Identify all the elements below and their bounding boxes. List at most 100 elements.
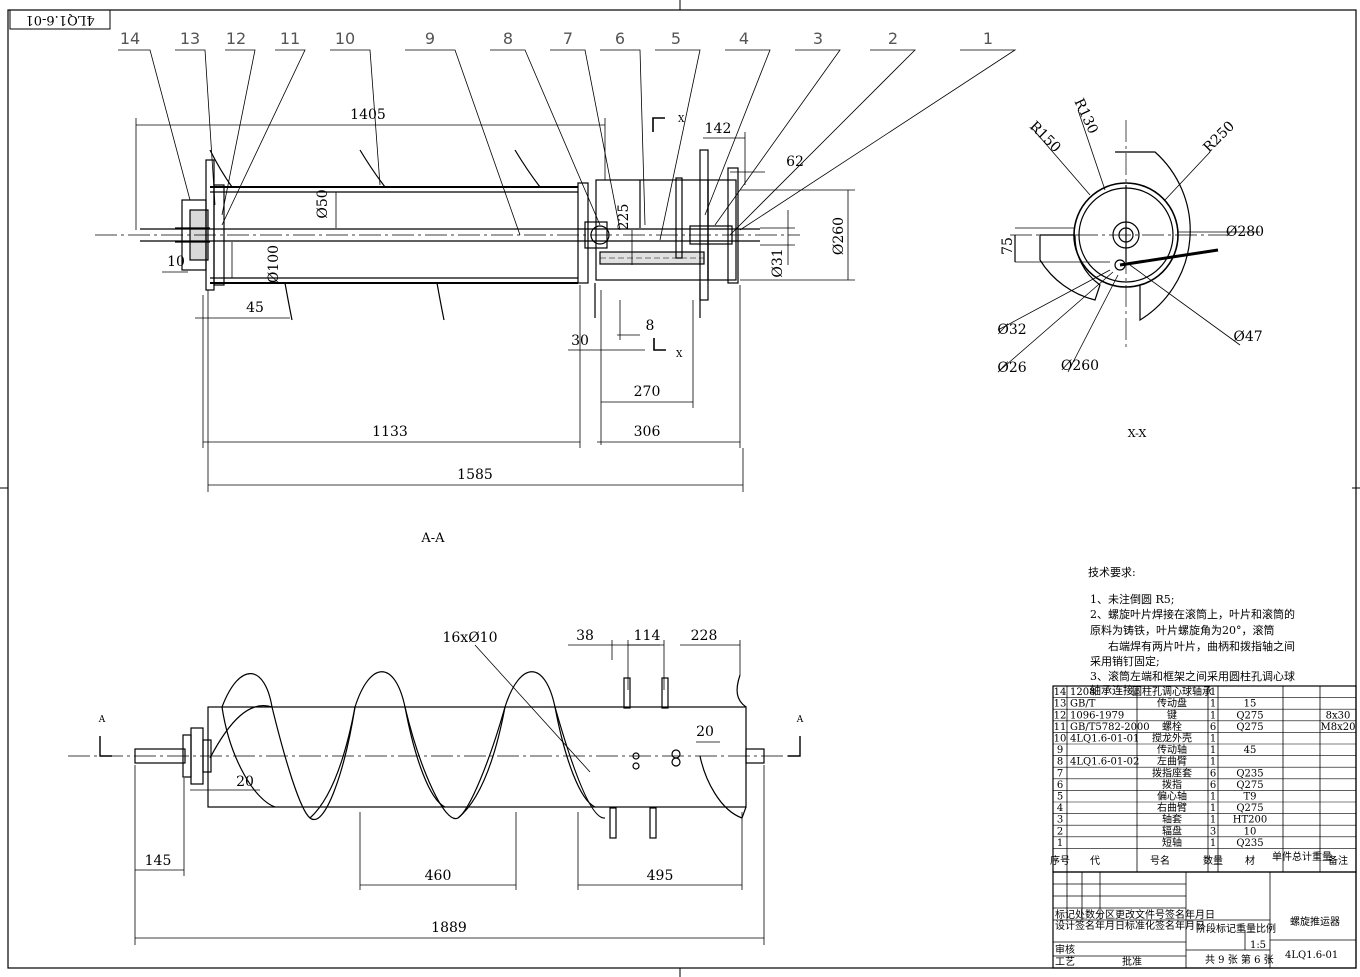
- cut-mark-left: A: [98, 715, 106, 725]
- bom-cell-remark: M8x20: [1321, 722, 1356, 733]
- dim-phi26: Ø26: [997, 360, 1026, 376]
- bom-cell-code: 1096-1979: [1070, 710, 1124, 721]
- bom-cell-qty: 3: [1210, 826, 1216, 837]
- bom-cell-name: 辐盘: [1162, 824, 1182, 837]
- dim-phi280: Ø280: [1226, 224, 1264, 240]
- balloon-3: 3: [813, 29, 823, 48]
- title-block-scale: 1:5: [1250, 940, 1266, 951]
- balloon-13: 13: [180, 29, 200, 48]
- title-block-design-row: 设计签名年月日标准化签名年月日: [1055, 919, 1205, 932]
- dim-phi31: Ø31: [770, 248, 786, 277]
- bom-head-wt: 单件总计重量: [1272, 850, 1332, 863]
- dim-phi32: Ø32: [997, 322, 1026, 338]
- bom-head-remark: 备注: [1328, 854, 1348, 867]
- bom-cell-qty: 1: [1210, 792, 1216, 803]
- bom-cell-no: 6: [1057, 780, 1063, 791]
- tech-line-2: 2、螺旋叶片焊接在滚筒上，叶片和滚筒的: [1090, 607, 1295, 621]
- title-block-stage: 阶段标记重量比例: [1196, 922, 1276, 935]
- bom-cell-code: 4LQ1.6-01-01: [1070, 734, 1139, 745]
- dim-8: 8: [646, 318, 655, 334]
- title-block-review: 审核: [1055, 943, 1075, 956]
- dim-460: 460: [425, 868, 452, 884]
- bom-cell-name: 键: [1167, 708, 1177, 721]
- bom-cell-remark: 8x30: [1326, 710, 1351, 721]
- bom-cell-no: 10: [1054, 734, 1067, 745]
- title-block-grid: [1052, 871, 1357, 969]
- bottom-view-dimension-lines: [134, 640, 765, 945]
- dim-62: 62: [786, 154, 804, 170]
- drawing-code-corner: 4LQ1.6-01: [25, 12, 94, 27]
- cut-mark-right: A: [796, 715, 804, 725]
- bom-head-qty: 数量: [1203, 854, 1223, 867]
- tech-title: 技术要求:: [1088, 566, 1136, 579]
- balloon-14: 14: [120, 29, 140, 48]
- dim-270: 270: [634, 384, 661, 400]
- title-block: 螺旋推运器 4LQ1.6-01 1:5 共 9 张 第 6 张 标记处数分区更改…: [1055, 908, 1340, 968]
- title-block-code: 4LQ1.6-01: [1285, 950, 1338, 961]
- tech-line-6: 3、滚筒左端和框架之间采用圆柱孔调心球: [1090, 669, 1295, 683]
- bom-cell-name: 短轴: [1162, 836, 1182, 849]
- part-balloons: 14 13 12 11 10 9 8 7 6 5 4 3 2 1: [120, 29, 993, 48]
- dim-495: 495: [647, 868, 674, 884]
- dim-306: 306: [634, 424, 661, 440]
- bom-cell-qty: 6: [1210, 768, 1216, 779]
- bom-cell-no: 13: [1054, 699, 1067, 710]
- title-block-approve: 批准: [1122, 955, 1142, 968]
- dim-1405: 1405: [350, 107, 386, 123]
- bom-cell-qty: 1: [1210, 687, 1216, 698]
- balloon-8: 8: [503, 29, 513, 48]
- bom-cell-no: 3: [1057, 815, 1063, 826]
- top-view-section: [95, 117, 800, 351]
- bom-cell-qty: 6: [1210, 722, 1216, 733]
- bom-cell-qty: 1: [1210, 803, 1216, 814]
- bom-cell-name: 右曲臂: [1157, 801, 1187, 814]
- bom-head-no: 序号: [1050, 854, 1070, 867]
- bom-cell-no: 7: [1057, 768, 1063, 779]
- title-block-process: 工艺: [1055, 956, 1075, 968]
- bom-cell-qty: 1: [1210, 699, 1216, 710]
- bom-cell-qty: 6: [1210, 780, 1216, 791]
- tech-line-1: 1、未注倒圆 R5;: [1090, 592, 1174, 606]
- dim-1133: 1133: [372, 424, 408, 440]
- bom-header: 序号 代 号名 数量 材 单件总计重量 备注: [1050, 850, 1348, 867]
- bom-cell-qty: 1: [1210, 838, 1216, 849]
- bom-cell-name: 圆柱孔调心球轴承: [1132, 685, 1212, 698]
- bom-cell-no: 14: [1054, 687, 1067, 698]
- balloon-leaders: [118, 49, 1017, 241]
- side-view: [1010, 120, 1230, 350]
- dim-phi260: Ø260: [1061, 358, 1099, 374]
- title-block-name: 螺旋推运器: [1290, 915, 1340, 928]
- bom-cell-mat: Q235: [1236, 768, 1263, 779]
- title-block-revision-row: 标记处数分区更改文件号签名年月日: [1055, 908, 1215, 921]
- bom-cell-mat: Q275: [1236, 780, 1263, 791]
- bom-cell-mat: 10: [1244, 826, 1257, 837]
- dim-10: 10: [167, 254, 185, 270]
- dim-20-right: 20: [696, 724, 714, 740]
- dim-20-left: 20: [236, 774, 254, 790]
- dim-r150: R150: [1026, 118, 1064, 156]
- bom-cell-name: 拨指: [1162, 778, 1182, 791]
- section-mark-top: X: [678, 115, 685, 125]
- bottom-view-dimensions: 16xØ10 38 114 228 20 20 145 460 495 1889: [145, 628, 718, 936]
- dim-phi47: Ø47: [1233, 329, 1262, 345]
- view-label-x-x: X-X: [1128, 427, 1147, 440]
- bom-cell-name: 传动轴: [1157, 743, 1187, 756]
- bom-cell-no: 12: [1054, 710, 1067, 721]
- view-label-a-a: A-A: [420, 531, 445, 546]
- dim-228: 228: [691, 628, 718, 644]
- side-view-dimensions: R130 R150 R250 75 Ø280 Ø32 Ø26 Ø260 Ø47: [997, 96, 1264, 376]
- bom-cell-name: 螺栓: [1162, 720, 1182, 733]
- technical-requirements: 技术要求: 1、未注倒圆 R5; 2、螺旋叶片焊接在滚筒上，叶片和滚筒的 原料为…: [1088, 566, 1295, 697]
- balloon-2: 2: [888, 29, 898, 48]
- bom-cell-mat: HT200: [1233, 815, 1267, 826]
- dim-r130: R130: [1071, 96, 1101, 137]
- bom-cell-mat: 15: [1244, 699, 1257, 710]
- bom-cell-mat: Q275: [1236, 722, 1263, 733]
- dim-phi50: Ø50: [315, 189, 331, 218]
- dim-1889: 1889: [431, 920, 467, 936]
- bom-cell-mat: T9: [1243, 792, 1256, 803]
- bom-cell-name: 传动盘: [1157, 697, 1187, 710]
